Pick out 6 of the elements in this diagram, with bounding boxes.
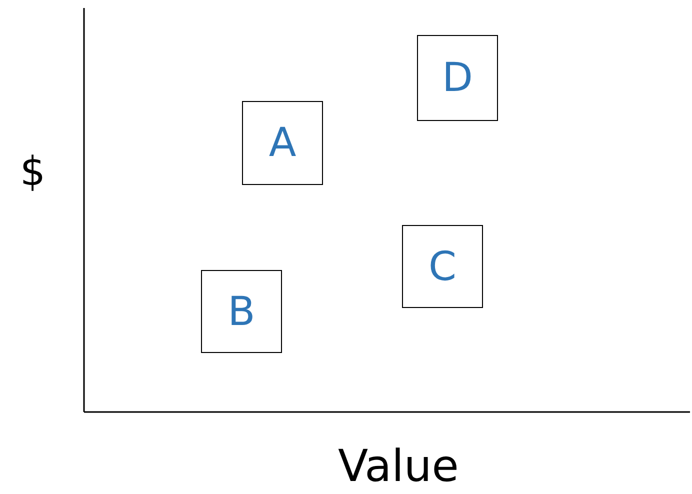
quadrant-box: D xyxy=(417,35,498,121)
y-axis-label: $ xyxy=(20,152,46,192)
quadrant-box: C xyxy=(402,225,483,308)
quadrant-box: A xyxy=(242,101,323,185)
quadrant-box: B xyxy=(201,270,282,353)
x-axis-label: Value xyxy=(338,445,459,489)
